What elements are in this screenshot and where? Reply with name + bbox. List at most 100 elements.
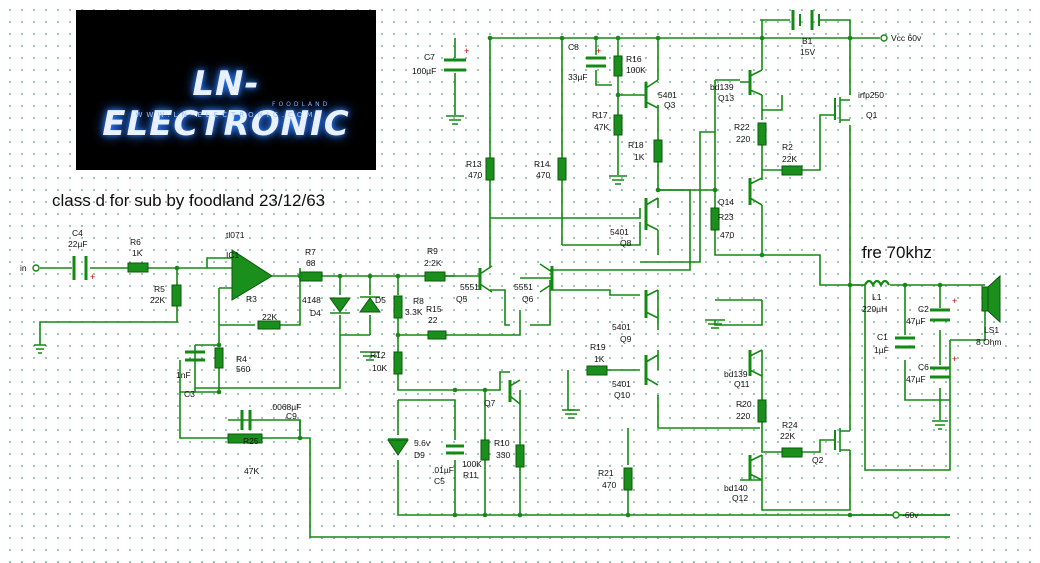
component-label: 33µF (568, 72, 588, 82)
component-label: 47K (244, 466, 259, 476)
resistor-r14 (557, 157, 567, 181)
component-label: 470 (536, 170, 550, 180)
resistor-r18 (653, 139, 663, 163)
component-label: 1µF (874, 345, 889, 355)
component-label: C9 (286, 411, 297, 421)
component-label: 15V (800, 47, 815, 57)
schematic-element (749, 177, 763, 206)
schematic-element (645, 289, 659, 319)
label-b1: B1 (802, 36, 813, 46)
component-label: 470 (720, 230, 734, 240)
label-q6-type: 5551 (514, 282, 533, 292)
speaker-ls1 (981, 286, 989, 312)
schematic-element (987, 274, 1001, 324)
resistor-r8 (393, 295, 403, 319)
schematic-element (482, 387, 488, 393)
label-c8: C8 (568, 42, 579, 52)
label-r4: R4 (236, 354, 247, 364)
label-ic1-type: tl071 (226, 230, 245, 240)
label-q12: Q12 (732, 493, 748, 503)
schematic-element (645, 197, 659, 231)
schematic-element (479, 265, 493, 293)
logo-url: WWW.LN-ELECTRONIC.COM (135, 111, 317, 119)
label-r10: R10 (494, 438, 510, 448)
resistor-r13 (485, 157, 495, 181)
resistor-r21 (623, 467, 633, 491)
diode-d4 (329, 297, 351, 313)
schematic-element (395, 332, 401, 338)
label-c4: C4 (72, 228, 83, 238)
component-label: 220 (736, 411, 750, 421)
label-d5: D5 (375, 295, 386, 305)
component-label: 1K (634, 152, 645, 162)
label-q1-type: irfp250 (858, 90, 884, 100)
diode-d5 (359, 297, 381, 313)
label-r2: R2 (782, 142, 793, 152)
component-label: 100µF (412, 66, 436, 76)
component-label: 47µF (906, 316, 926, 326)
wires (39, 19, 986, 538)
schematic-element (714, 79, 762, 256)
schematic-element (615, 35, 621, 41)
logo-text: LN-ELECTRONIC (102, 64, 350, 144)
label-c3: 1nF (176, 370, 191, 380)
schematic-element (337, 273, 343, 279)
frequency-note: fre 70khz (862, 243, 932, 262)
schematic-element (645, 354, 659, 386)
label-r15: R15 (426, 304, 442, 314)
schematic-element (179, 287, 232, 393)
component-label: D4 (310, 308, 321, 318)
label-r11: 100K (462, 459, 482, 469)
label-q13: Q13 (718, 93, 734, 103)
label-r12: R12 (370, 350, 386, 360)
label-l1: L1 (872, 292, 882, 302)
component-label: D9 (414, 450, 425, 460)
component-label: 220µH (862, 304, 887, 314)
schematic-element (39, 268, 178, 345)
label-r17: R17 (592, 110, 608, 120)
label-r5: R5 (154, 284, 165, 294)
schematic-element (640, 131, 715, 263)
schematic-element (904, 285, 950, 401)
label-r21: R21 (598, 468, 614, 478)
schematic-element (657, 198, 760, 429)
schematic-element (340, 276, 371, 336)
schematic-element (482, 512, 488, 518)
ln-electronic-logo: LN-ELECTRONIC FOODLAND WWW.LN-ELECTRONIC… (76, 10, 376, 170)
label-q8-type: 5401 (610, 227, 629, 237)
component-label: 470 (468, 170, 482, 180)
schematic-element (397, 335, 510, 391)
schematic-element (864, 279, 890, 288)
schematic-element (892, 511, 900, 519)
schematic-element (880, 34, 888, 42)
schematic-element (864, 285, 951, 471)
schematic-element (34, 344, 46, 354)
component-label: 8 Ohm (976, 337, 1002, 347)
label-r6: R6 (130, 237, 141, 247)
component-label: 330 (496, 450, 510, 460)
components (32, 10, 1001, 519)
schematic-element (216, 342, 222, 348)
label-q7: Q7 (484, 398, 496, 408)
schematic-element (195, 276, 341, 389)
label-q2: Q2 (812, 455, 824, 465)
schematic-element (487, 35, 493, 41)
component-label: 560 (236, 364, 250, 374)
schematic-element (705, 319, 725, 329)
schematic-element (595, 38, 612, 86)
schematic-element (950, 300, 986, 341)
resistor-r23 (710, 207, 720, 231)
component-label: 22µF (68, 239, 88, 249)
label-r25: R25 (243, 436, 259, 446)
resistor-r10 (515, 444, 525, 468)
label-r22: R22 (734, 122, 750, 132)
label-r24: R24 (782, 420, 798, 430)
label-q11: Q11 (734, 379, 750, 389)
resistor-r5 (171, 284, 182, 307)
resistor-r16 (613, 55, 623, 77)
label-ic1: IC1 (226, 250, 240, 260)
label-q9: Q9 (620, 334, 632, 344)
schematic-element (32, 264, 40, 272)
component-label: 22K (782, 154, 797, 164)
resistor-r19 (586, 365, 608, 376)
